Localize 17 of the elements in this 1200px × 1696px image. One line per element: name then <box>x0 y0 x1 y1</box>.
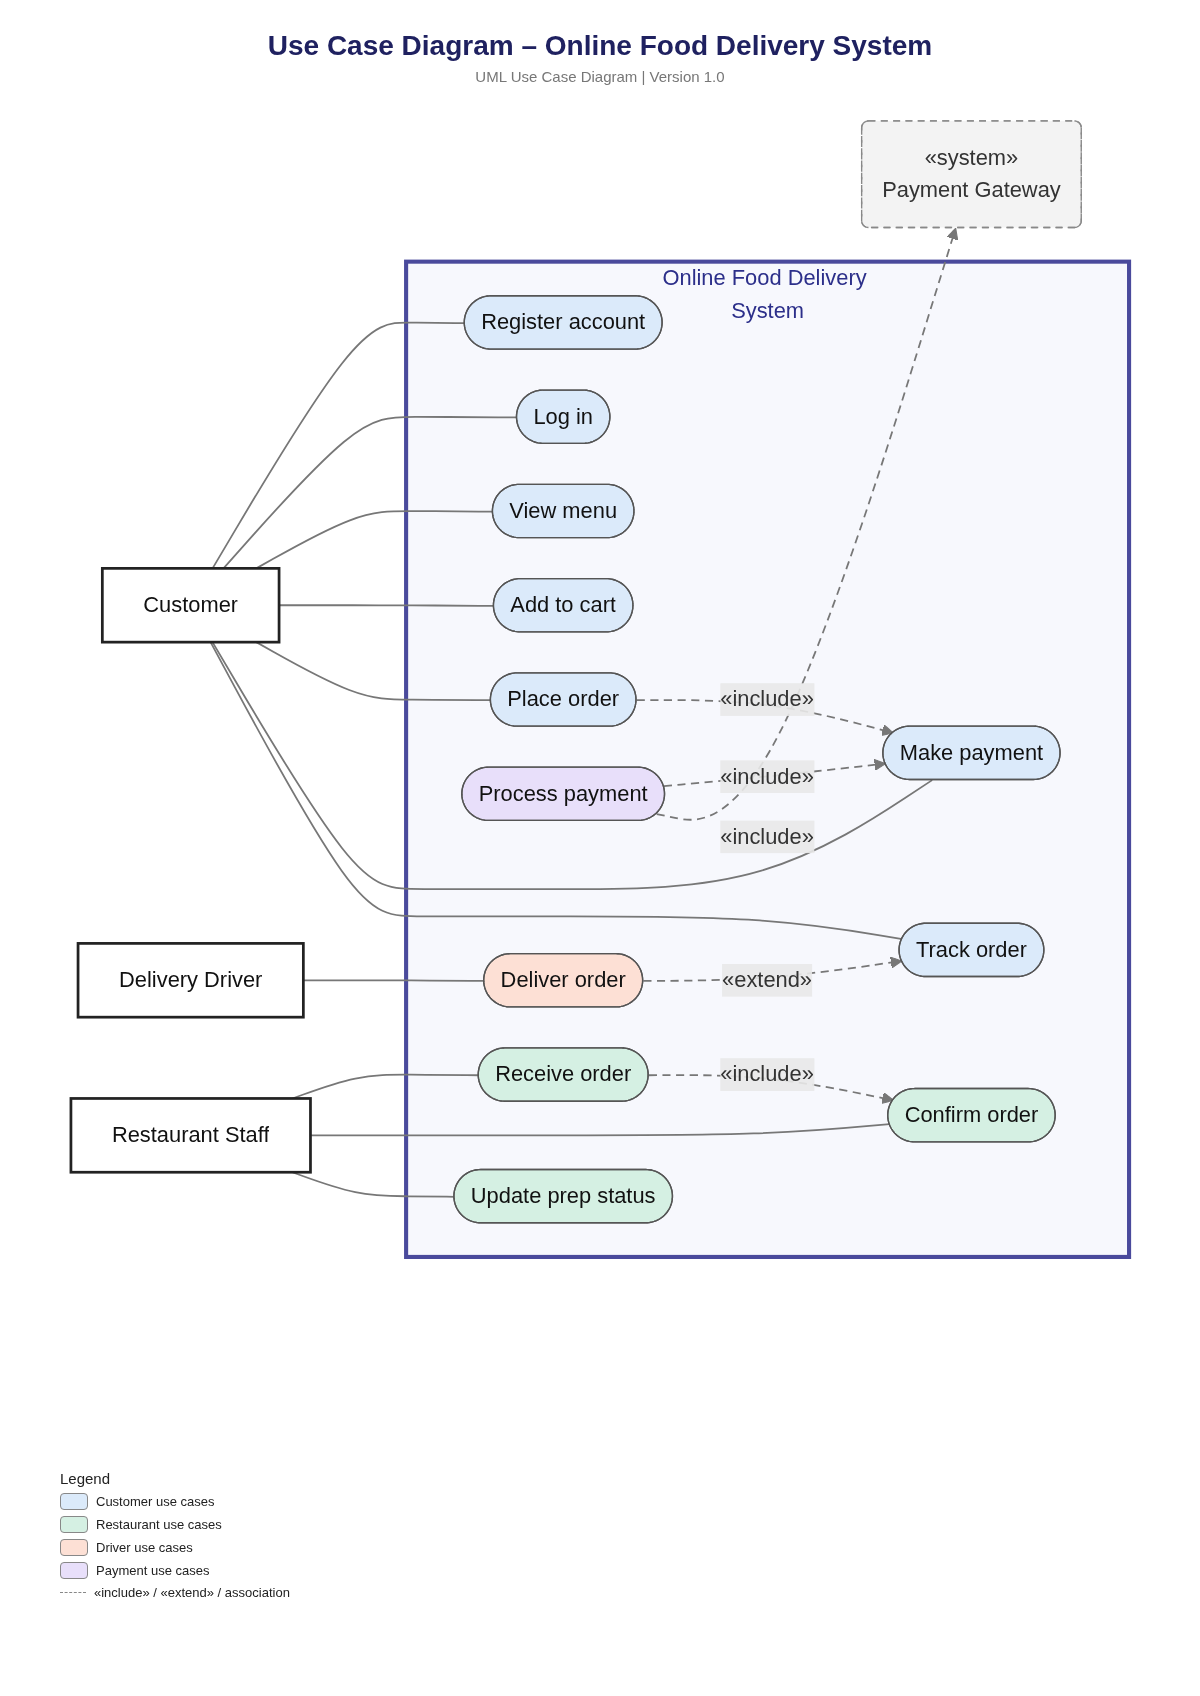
legend-label: Customer use cases <box>96 1494 215 1509</box>
legend-label: Restaurant use cases <box>96 1517 222 1532</box>
edge-label: «include» <box>720 1062 814 1086</box>
arrow <box>655 227 959 821</box>
legend-label: Payment use cases <box>96 1563 210 1578</box>
legend-label: Driver use cases <box>96 1540 193 1555</box>
diagram-title: Use Case Diagram – Online Food Delivery System <box>266 30 934 62</box>
edge-label: «include» <box>720 687 814 711</box>
legend-heading: Legend <box>60 1470 112 1487</box>
node-box: Delivery Driver <box>76 942 305 1019</box>
subtitle: UML Use Case Diagram | Version 1.0 <box>474 68 726 85</box>
node-box: Restaurant Staff <box>69 1097 312 1174</box>
node-box: Customer <box>100 567 281 644</box>
legend-label: «include» / «extend» / association <box>94 1585 290 1600</box>
edge-label: «include» <box>720 824 814 848</box>
edge-label: «include» <box>720 764 814 788</box>
edge-label: «extend» <box>722 967 813 992</box>
